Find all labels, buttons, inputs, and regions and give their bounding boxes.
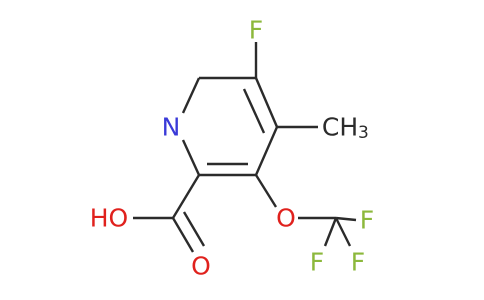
- carbonyl-oxygen-label: O: [191, 252, 211, 281]
- bond-carboxyl-o-a: [171, 217, 195, 253]
- bond-n1-c6: [181, 77, 201, 114]
- bond-c5-c4-inner: [242, 88, 266, 134]
- bond-carboxyl-o-b: [182, 211, 206, 247]
- bond-c2-carboxyl: [171, 174, 201, 219]
- cf3-fluorine-right-label: F: [360, 206, 374, 235]
- bond-c5-c4: [254, 77, 279, 128]
- bond-cf3-f3: [334, 217, 352, 247]
- methyl-subscript: 3: [358, 123, 369, 143]
- bond-c4-c3: [254, 126, 279, 176]
- ether-oxygen-label: O: [276, 204, 296, 233]
- fluorine-atom-label: F: [249, 16, 263, 45]
- bond-c3-o: [254, 174, 278, 208]
- nitrogen-atom-label: N: [162, 113, 181, 142]
- hydroxyl-atom-label: HO: [90, 204, 128, 233]
- bond-cf3-f1: [335, 216, 357, 222]
- methyl-atom-label: CH: [322, 113, 358, 142]
- cf3-fluorine-center-label: F: [351, 248, 365, 277]
- bond-c2-n1: [181, 139, 201, 176]
- cf3-fluorine-left-label: F: [310, 248, 324, 277]
- bond-cf3-f2: [323, 217, 338, 247]
